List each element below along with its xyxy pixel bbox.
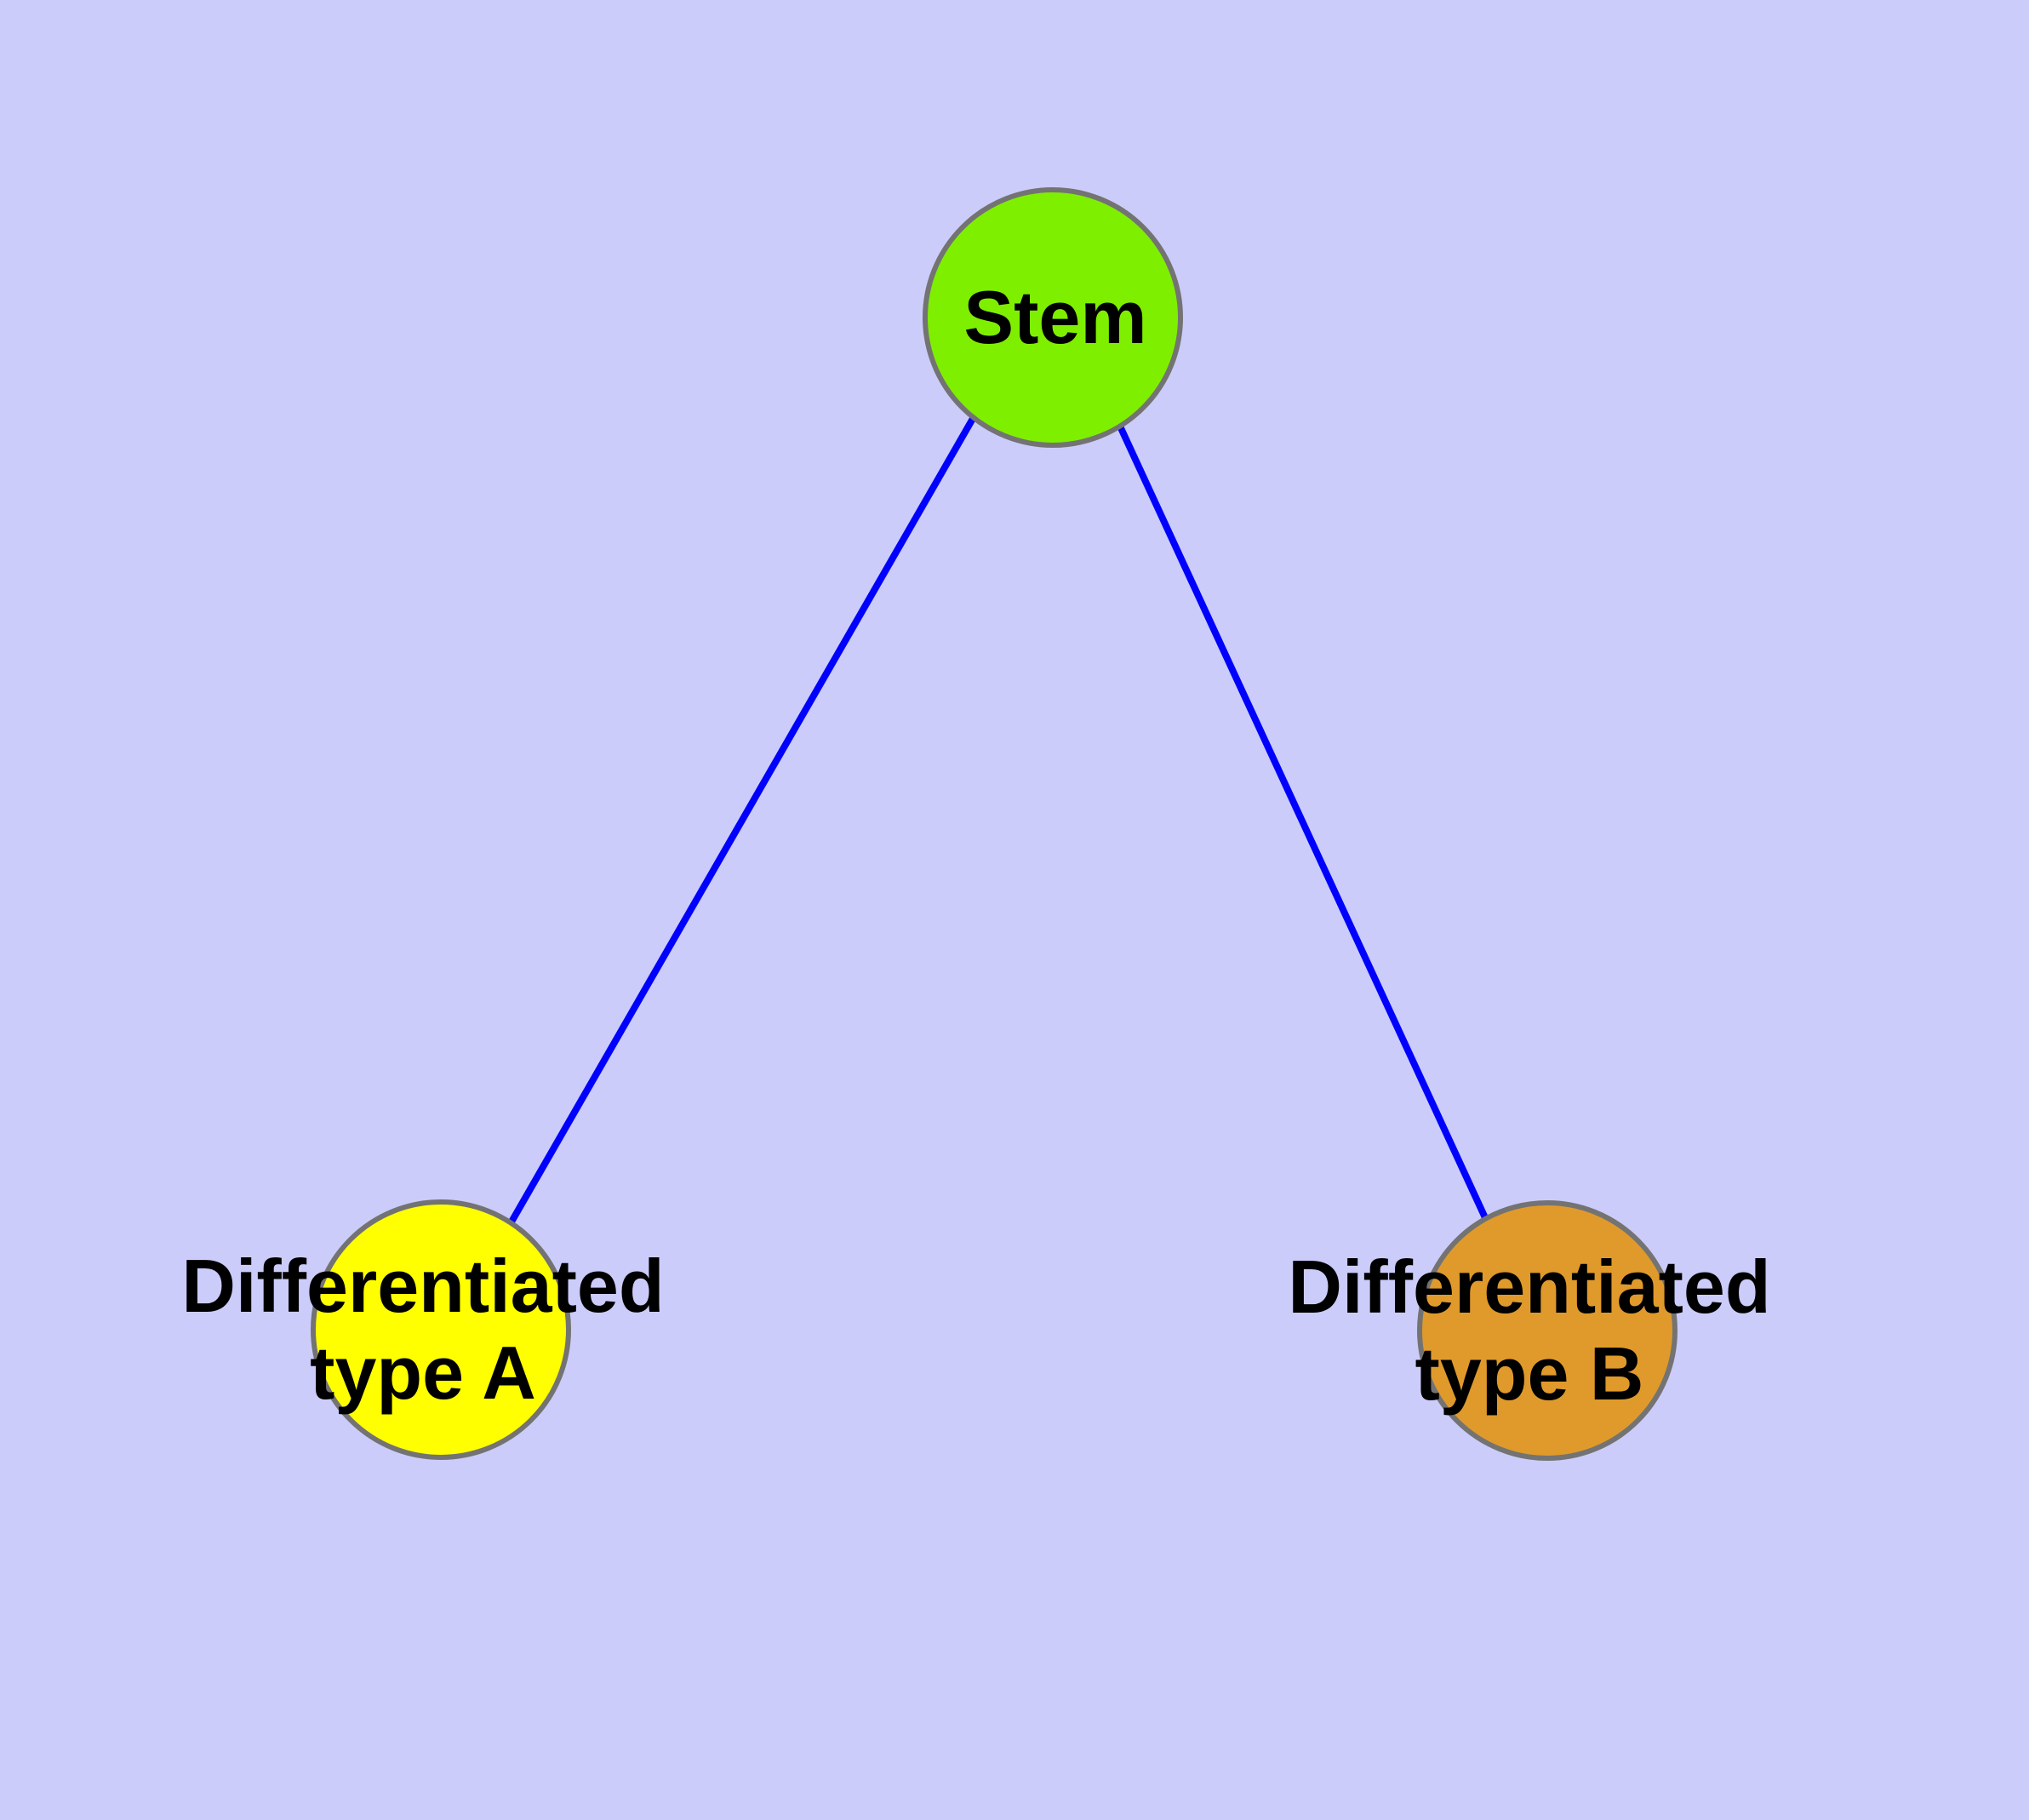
node-label-line: type A [310,1331,536,1415]
node-label-stem: Stem [963,275,1146,359]
node-label-line: Differentiated [181,1244,664,1328]
node-layer [311,187,1677,1461]
node-label-line: Stem [963,275,1146,359]
node-label-line: Differentiated [1288,1245,1770,1329]
edge-stem-diff_a[interactable] [507,415,977,1225]
node-circle-diff_a[interactable] [311,1199,571,1460]
node-circle-stem[interactable] [923,187,1183,448]
edge-layer [507,415,1491,1225]
edge-stem-diff_b[interactable] [1113,417,1491,1225]
node-label-line: type B [1415,1331,1644,1416]
node-circle-diff_b[interactable] [1417,1200,1677,1461]
